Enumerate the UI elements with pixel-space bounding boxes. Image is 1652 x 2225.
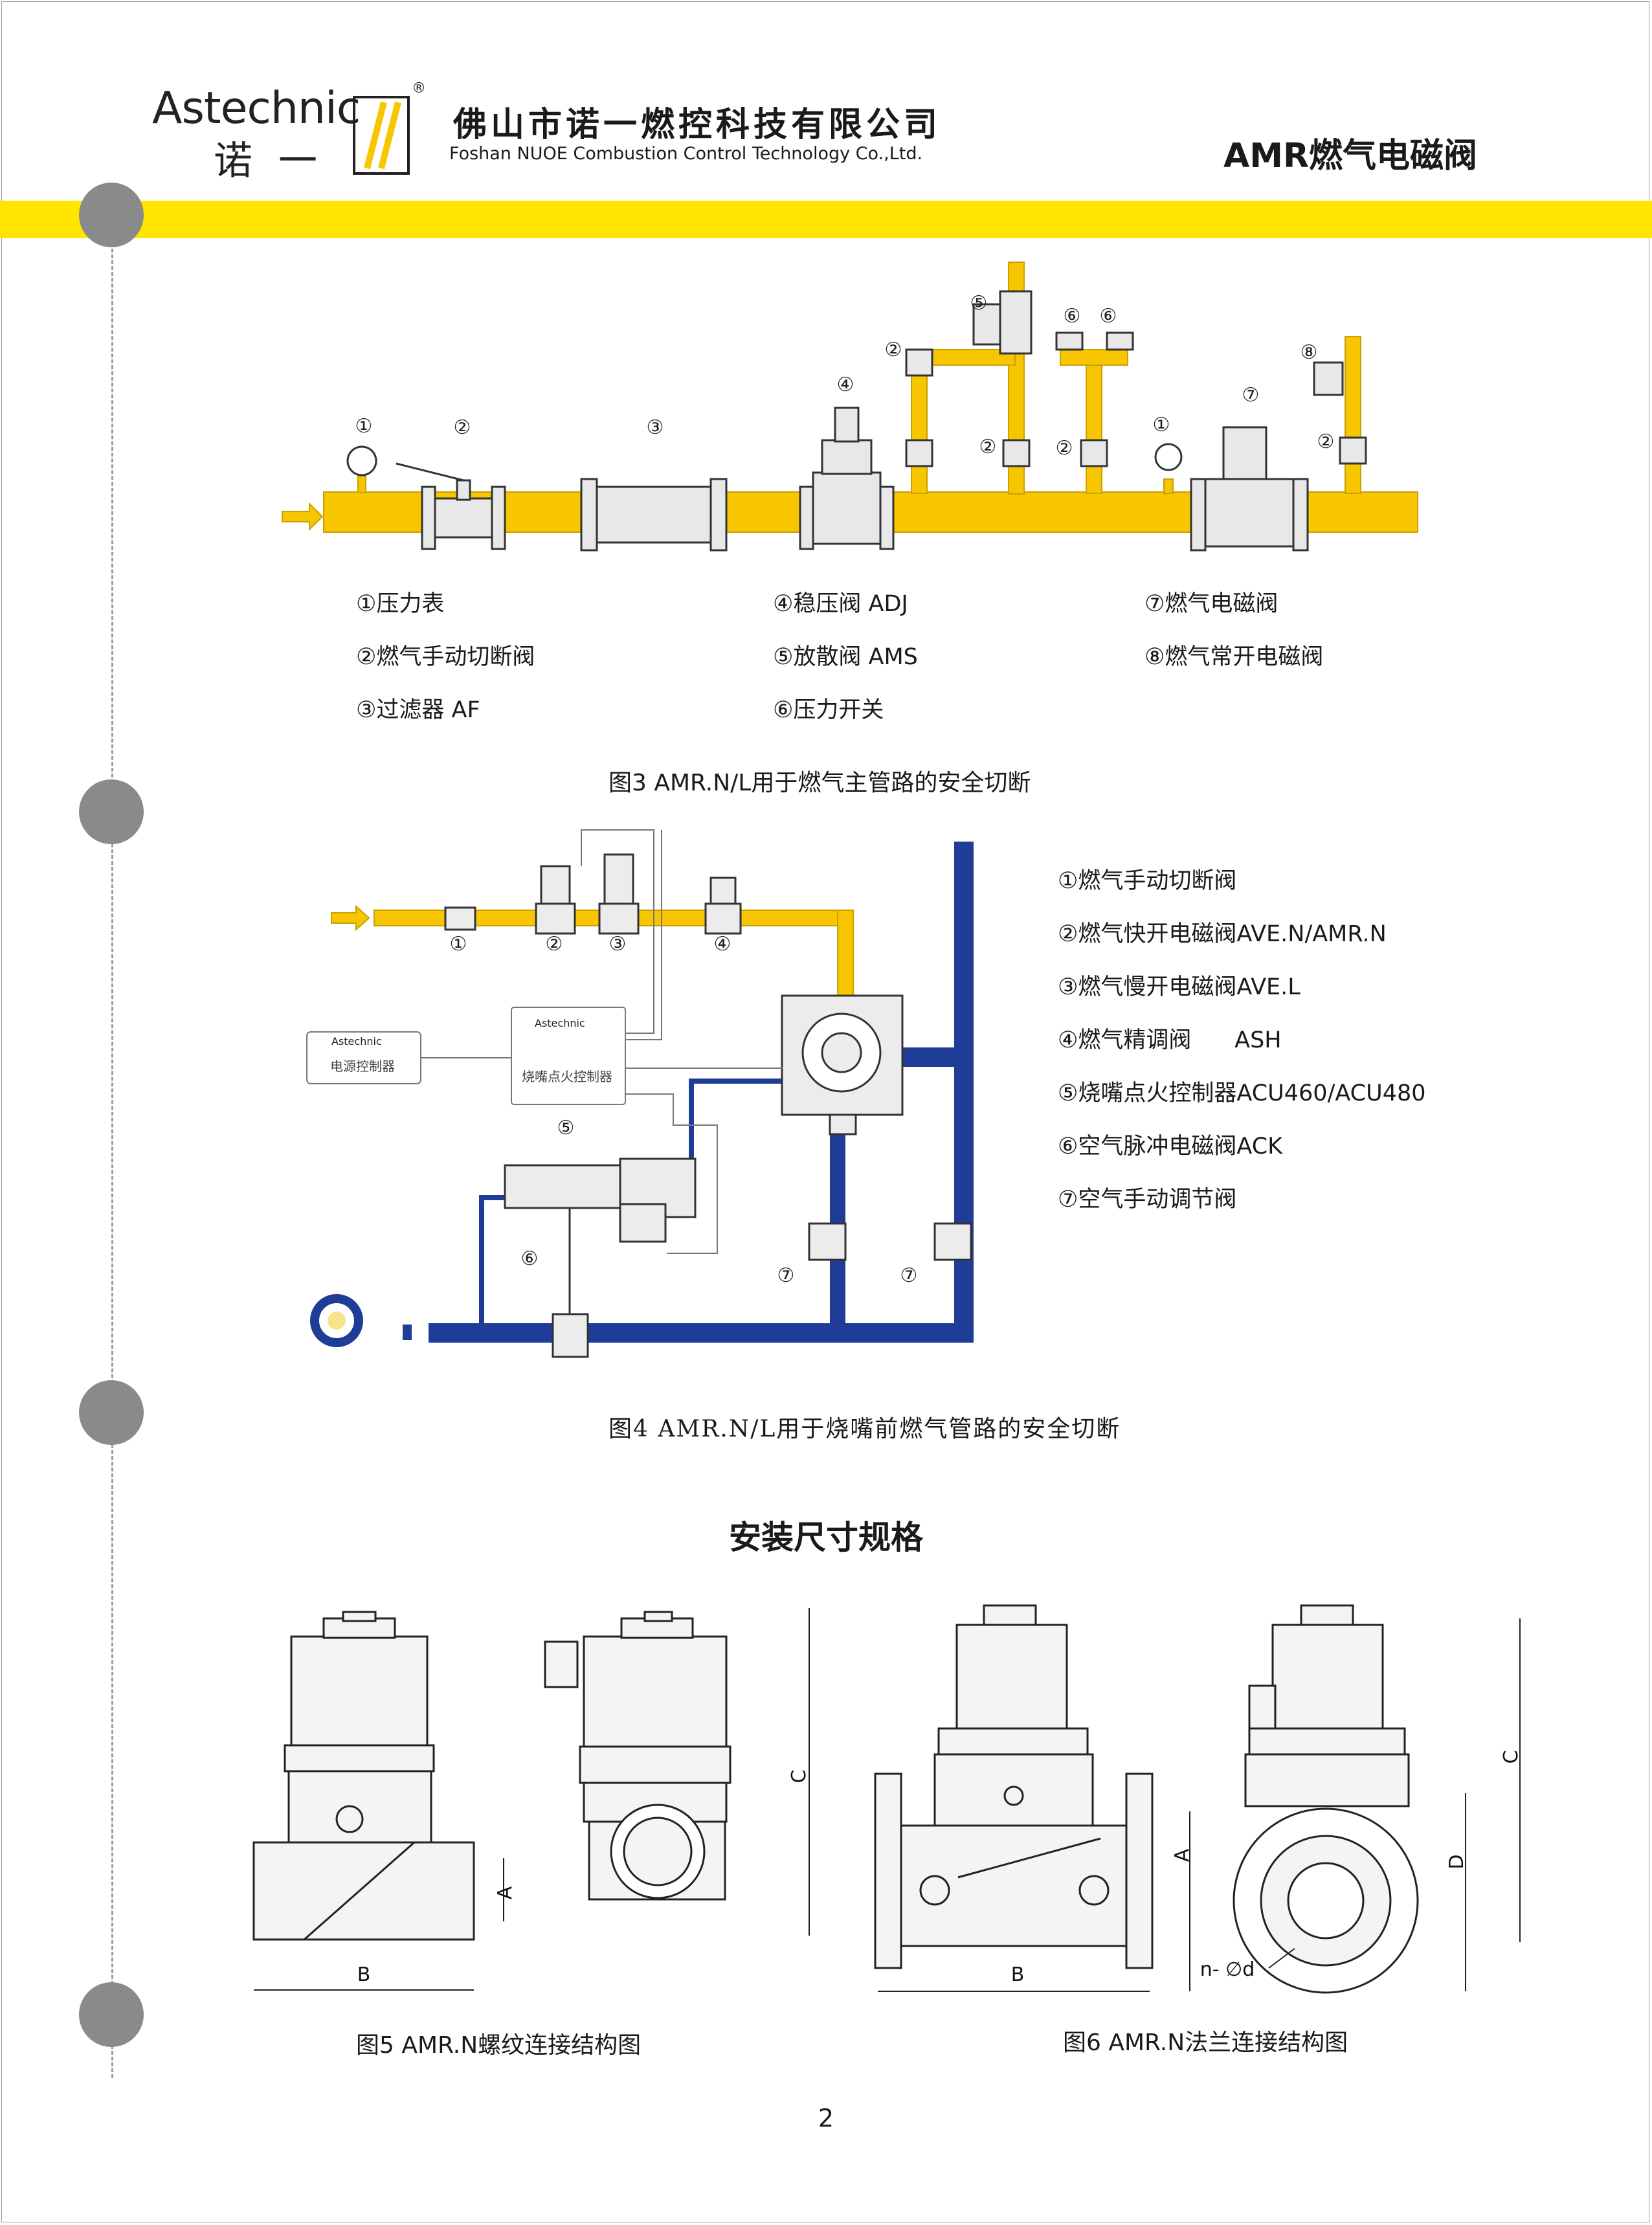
marker-6: ⑥ — [521, 1247, 539, 1270]
section-title: 安装尺寸规格 — [729, 1519, 923, 1556]
fig4-legend-item: ⑦空气手动调节阀 — [1058, 1187, 1237, 1213]
binder-hole — [79, 779, 144, 844]
marker-6: ⑥ — [1064, 305, 1081, 328]
fig4-legend-item: ①燃气手动切断阀 — [1058, 868, 1237, 894]
marker-1: ① — [450, 933, 467, 956]
marker-5: ⑤ — [970, 292, 988, 315]
power-box-brand: Astechnic — [331, 1035, 382, 1047]
fig6-caption: 图6 AMR.N法兰连接结构图 — [1063, 2029, 1348, 2056]
marker-2: ② — [1056, 437, 1073, 460]
logo-mark-icon — [353, 96, 410, 175]
header-accent-band — [0, 201, 1652, 238]
marker-2: ② — [979, 436, 997, 458]
logo-text: Astechnic — [152, 83, 361, 134]
dim-C: C — [788, 1770, 810, 1783]
marker-2: ② — [885, 339, 902, 361]
company-name-cn: 佛山市诺一燃控科技有限公司 — [453, 105, 942, 144]
marker-7: ⑦ — [1242, 384, 1260, 407]
fig3-caption: 图3 AMR.N/L用于燃气主管路的安全切断 — [608, 770, 1031, 796]
power-box-label: 电源控制器 — [330, 1058, 395, 1074]
fig3-legend-item: ⑧燃气常开电磁阀 — [1144, 644, 1324, 670]
marker-7: ⑦ — [900, 1264, 918, 1287]
fig4-caption: 图4 AMR.N/L用于烧嘴前燃气管路的安全切断 — [608, 1416, 1121, 1442]
marker-3: ③ — [609, 933, 627, 956]
fig4-legend-item: ⑥空气脉冲电磁阀ACK — [1058, 1134, 1283, 1159]
dim-D: D — [1446, 1854, 1468, 1869]
fig3-legend-item: ④稳压阀 ADJ — [773, 591, 908, 617]
dim-A: A — [494, 1886, 517, 1899]
fig3-main-pipeline-diagram: ① ② ③ ④ ⑤ ② ② ② ⑥ ⑥ ① ⑦ ⑧ ② — [282, 262, 1418, 552]
fig3-legend-item: ②燃气手动切断阀 — [356, 644, 535, 670]
marker-4: ④ — [837, 374, 854, 396]
marker-4: ④ — [714, 933, 731, 956]
fig3-legend-item: ③过滤器 AF — [356, 697, 480, 723]
company-name-en: Foshan NUOE Combustion Control Technolog… — [449, 144, 923, 164]
registered-mark: ® — [412, 80, 426, 96]
fig5-caption: 图5 AMR.N螺纹连接结构图 — [356, 2032, 642, 2059]
dim-B: B — [357, 1963, 371, 1986]
ignition-box-label: 烧嘴点火控制器 — [522, 1069, 612, 1084]
product-title: AMR燃气电磁阀 — [1223, 137, 1478, 175]
marker-8: ⑧ — [1300, 341, 1318, 364]
fig4-legend-item: ③燃气慢开电磁阀AVE.L — [1058, 974, 1300, 1000]
logo-chinese: 诺一 — [214, 139, 343, 184]
fig4-legend-item: ⑤烧嘴点火控制器ACU460/ACU480 — [1058, 1080, 1426, 1106]
binder-hole — [79, 183, 144, 247]
fig3-legend-item: ⑥压力开关 — [773, 697, 884, 723]
dim-bolt-holes: n- ∅d — [1200, 1958, 1255, 1981]
marker-1: ① — [355, 415, 373, 438]
binder-hole — [79, 1982, 144, 2047]
fig4-legend-item: ④燃气精调阀 ASH — [1058, 1027, 1282, 1053]
marker-7: ⑦ — [777, 1264, 795, 1287]
marker-2: ② — [1317, 430, 1335, 453]
fig4-burner-pipeline-diagram: Astechnic 电源控制器 Astechnic 烧嘴点火控制器 ① ② ③ … — [306, 829, 974, 1358]
page-number: 2 — [818, 2104, 834, 2132]
dim-B: B — [1011, 1963, 1025, 1986]
fig3-legend-item: ⑦燃气电磁阀 — [1144, 591, 1278, 617]
marker-2: ② — [546, 933, 563, 956]
binder-hole — [79, 1380, 144, 1445]
dim-C: C — [1500, 1750, 1523, 1764]
marker-1: ① — [1153, 414, 1170, 436]
binder-dashed-line — [111, 214, 113, 2078]
marker-6: ⑥ — [1100, 305, 1117, 328]
fig4-legend-item: ②燃气快开电磁阀AVE.N/AMR.N — [1058, 921, 1387, 947]
marker-3: ③ — [647, 416, 664, 439]
marker-2: ② — [454, 416, 471, 439]
dim-A: A — [1171, 1848, 1194, 1862]
ignition-box-brand: Astechnic — [535, 1017, 585, 1029]
marker-5: ⑤ — [557, 1117, 575, 1139]
dimension-drawings: B A C B A D C n- ∅d — [252, 1604, 1523, 1994]
fig3-legend-item: ⑤放散阀 AMS — [773, 644, 918, 670]
fig3-legend-item: ①压力表 — [356, 591, 445, 617]
